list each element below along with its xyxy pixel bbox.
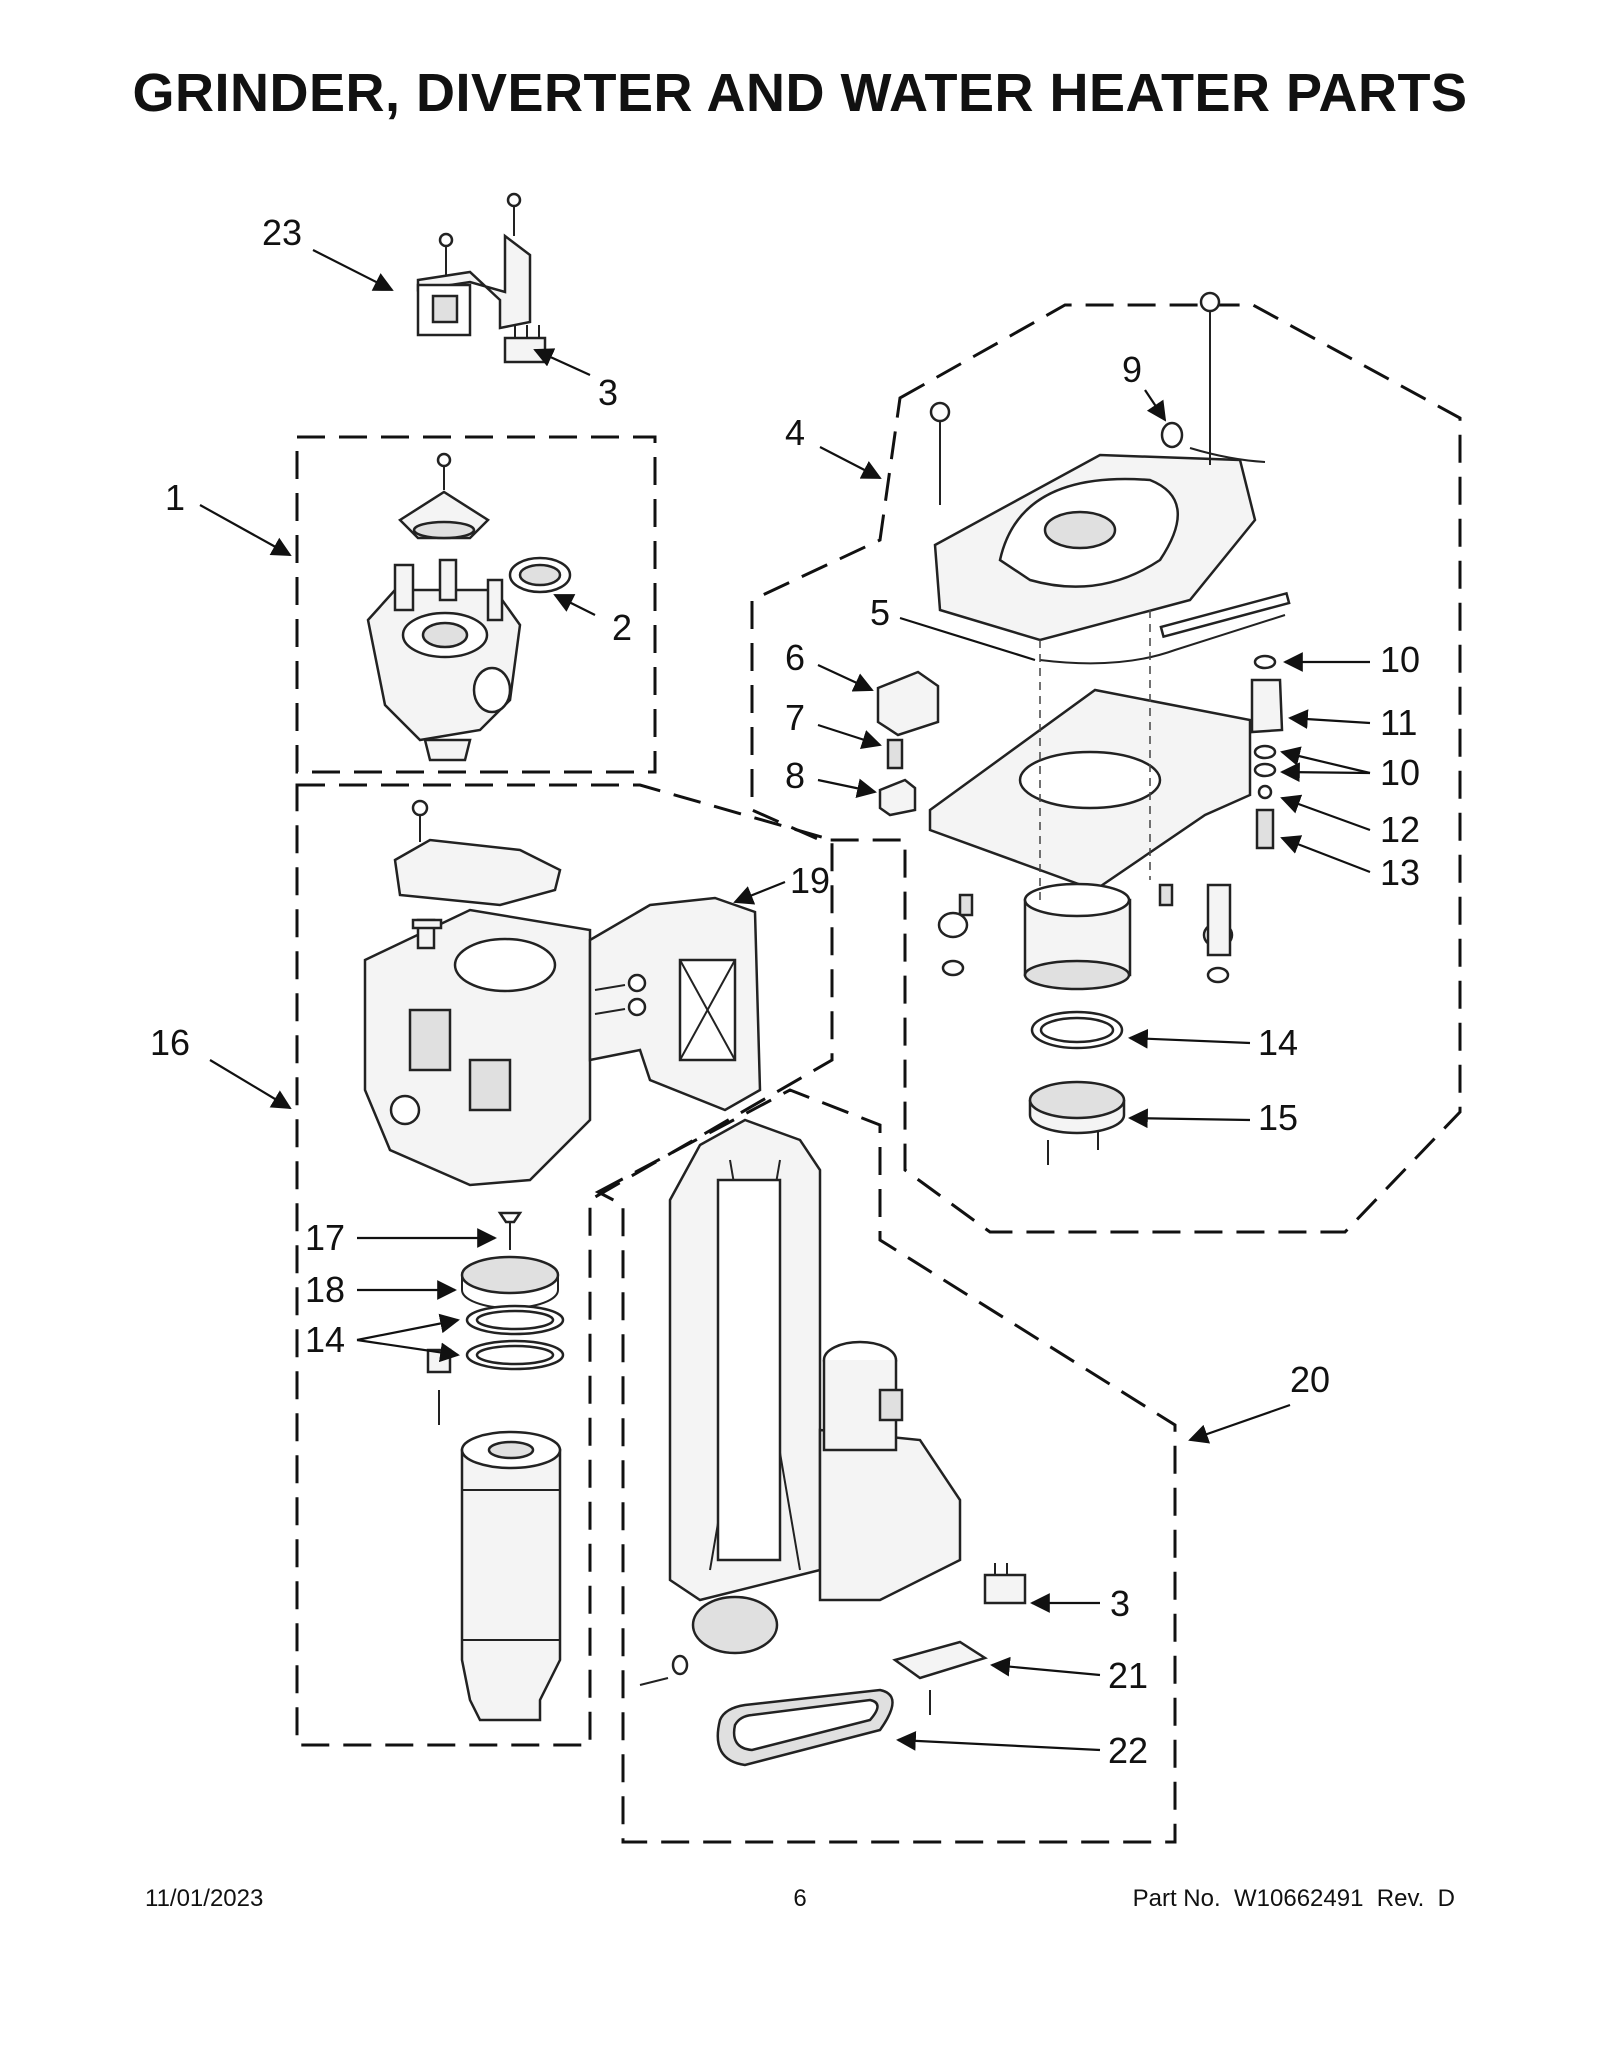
callout-1: 1	[165, 477, 185, 518]
callout-11: 11	[1380, 702, 1417, 743]
drive-frame-part-20	[668, 1118, 962, 1655]
callout-2: 2	[612, 607, 632, 648]
callout-18: 18	[305, 1269, 345, 1310]
gasket-part-2	[508, 556, 572, 594]
group-outline-16	[295, 783, 834, 1747]
callout-14-upper: 14	[1258, 1022, 1298, 1063]
callout-22: 22	[1108, 1730, 1148, 1771]
callout-5: 5	[870, 592, 890, 633]
heater-body-part-4	[929, 291, 1266, 642]
diverter-arm-part-19	[588, 896, 762, 1112]
callout-15: 15	[1258, 1097, 1298, 1138]
belt-part-22	[716, 1688, 894, 1767]
callout-19: 19	[790, 860, 830, 901]
switch-part-3-lower	[983, 1563, 1027, 1605]
bracket-part-23	[416, 192, 532, 337]
screen-part-15	[1028, 1080, 1126, 1165]
callout-3-top: 3	[598, 372, 618, 413]
callout-12: 12	[1380, 809, 1420, 850]
callout-10-upper: 10	[1380, 639, 1420, 680]
fittings-parts-10-13	[1250, 654, 1284, 850]
callout-7: 7	[785, 697, 805, 738]
wire-part-5	[1039, 591, 1291, 665]
seal-part-14-upper	[1030, 1010, 1124, 1050]
screw-part-17	[497, 1211, 523, 1250]
brew-cylinder	[426, 1348, 562, 1722]
callout-17: 17	[305, 1217, 345, 1258]
callout-23: 23	[262, 212, 302, 253]
callout-3-lower: 3	[1110, 1583, 1130, 1624]
footer-part-number: Part No. W10662491 Rev. D	[1132, 1885, 1455, 1912]
callout-13: 13	[1380, 852, 1420, 893]
spring-part-7	[886, 738, 904, 770]
bracket-part-6	[876, 670, 940, 737]
grinder-part-1	[366, 452, 522, 762]
callout-10-lower: 10	[1380, 752, 1420, 793]
seals-part-14-lower	[465, 1304, 565, 1371]
mounting-plate	[928, 610, 1252, 991]
page-title: GRINDER, DIVERTER AND WATER HEATER PARTS	[132, 63, 1468, 123]
callout-8: 8	[785, 755, 805, 796]
group-outline-20	[594, 1088, 1177, 1844]
group-outline-1	[295, 435, 657, 774]
callout-14-lower: 14	[305, 1319, 345, 1360]
plate-part-21	[892, 1640, 988, 1715]
bolts-and-nuts	[937, 883, 1234, 984]
switch-part-3-top	[503, 325, 547, 364]
screen-part-18	[460, 1255, 560, 1309]
clip-part-8	[878, 778, 917, 817]
callout-4: 4	[785, 412, 805, 453]
callout-6: 6	[785, 637, 805, 678]
callout-21: 21	[1108, 1655, 1148, 1696]
footer-date: 11/01/2023	[145, 1885, 264, 1912]
leader-lines	[199, 249, 1371, 1752]
callout-20: 20	[1290, 1359, 1330, 1400]
screw-and-washer	[639, 1654, 689, 1686]
callout-16: 16	[150, 1022, 190, 1063]
diverter-housing-part-16	[363, 799, 592, 1187]
callout-9: 9	[1122, 349, 1142, 390]
footer-page-number: 6	[793, 1885, 807, 1912]
gasket-part-9	[1160, 421, 1184, 449]
